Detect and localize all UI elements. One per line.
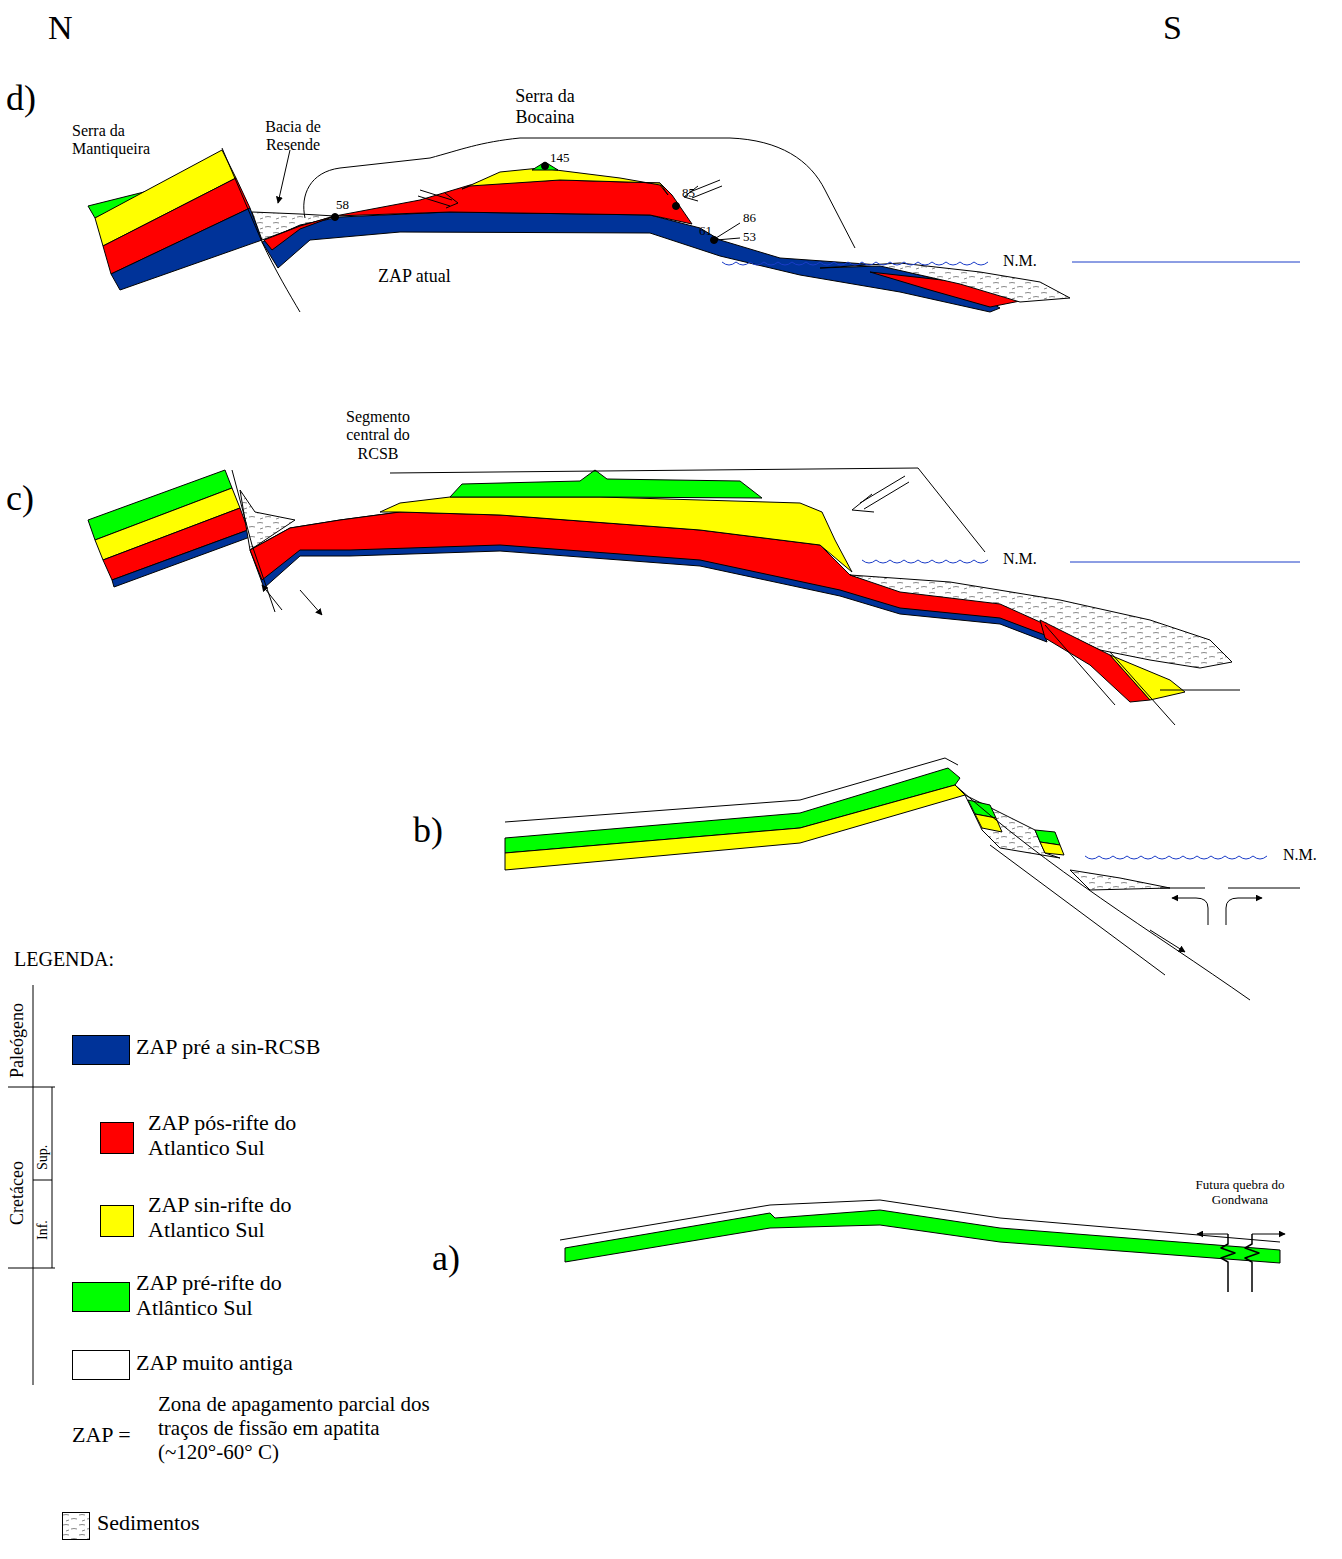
zap-yellow xyxy=(505,785,965,870)
time-scale xyxy=(8,985,55,1385)
time-scale-label: Sup. xyxy=(36,1145,50,1170)
legend-swatch-fill xyxy=(73,1283,130,1312)
zap-green xyxy=(565,1210,1280,1263)
time-scale-label: Paleógeno xyxy=(8,1003,26,1078)
zone-label: ZAP atual xyxy=(378,266,451,287)
age-number: 58 xyxy=(336,198,349,213)
zap-red xyxy=(1040,620,1150,702)
leader-line xyxy=(716,223,740,240)
break-line xyxy=(1221,1234,1259,1292)
fault-line xyxy=(232,470,1240,725)
direction-label: S xyxy=(1163,8,1182,47)
place-label: Serra da Mantiqueira xyxy=(72,122,167,159)
zap-yellow xyxy=(975,814,1002,832)
place-label: Segmento central do RCSB xyxy=(336,408,420,463)
place-label: Bacia de Resende xyxy=(252,118,334,155)
sea-level-label: N.M. xyxy=(1283,846,1317,864)
sea-wave xyxy=(862,560,988,563)
fault-line xyxy=(955,785,1250,1000)
sea-line xyxy=(1072,262,1300,263)
zap-red xyxy=(264,216,335,250)
zap-yellow xyxy=(1040,842,1064,855)
time-scale-label: Cretáceo xyxy=(8,1161,26,1225)
zap-blue xyxy=(250,512,1047,642)
g-shape xyxy=(722,262,1267,859)
legend-heading: LEGENDA: xyxy=(14,948,114,971)
age-number: 85 xyxy=(682,186,695,201)
sea-wave xyxy=(722,262,988,265)
spread-arrow xyxy=(1226,898,1262,925)
panel-label: d) xyxy=(6,78,36,119)
age-number: 86 xyxy=(743,211,756,226)
zap-red xyxy=(335,180,692,224)
fault-arrow xyxy=(300,590,322,615)
place-label: Serra da Bocaina xyxy=(490,86,600,127)
legend-swatch xyxy=(72,1282,130,1312)
half-arrow xyxy=(852,476,909,512)
sample-dot xyxy=(332,214,339,221)
g-shape xyxy=(8,138,1300,1385)
legend-text: ZAP pós-rifte do Atlantico Sul xyxy=(148,1110,308,1161)
legend-swatch xyxy=(100,1205,134,1237)
age-number: 61 xyxy=(699,224,712,239)
zap-yellow xyxy=(1110,655,1185,700)
break-arrow xyxy=(1197,1234,1228,1235)
definition-term: ZAP = xyxy=(72,1422,131,1447)
sample-dot xyxy=(542,163,549,170)
definition-text: Zona de apagamento parcial dos traços de… xyxy=(158,1392,478,1464)
fault-arrow xyxy=(262,585,282,610)
panel-label: a) xyxy=(432,1238,460,1279)
sample-dot xyxy=(673,203,680,210)
spread-arrow xyxy=(1172,898,1208,925)
fault-arrow xyxy=(1150,930,1185,952)
legend-text: ZAP muito antiga xyxy=(136,1350,376,1375)
old-zap-outline xyxy=(304,138,855,248)
sediment xyxy=(1070,870,1170,890)
sea-wave xyxy=(1085,856,1267,859)
rift-line xyxy=(1160,888,1300,889)
zap-yellow xyxy=(380,497,852,572)
old-zap-outline xyxy=(390,468,985,552)
legend-swatch xyxy=(72,1035,130,1065)
fault-line xyxy=(222,148,300,312)
zap-green xyxy=(450,470,762,498)
resende-arrow xyxy=(278,150,290,203)
legend-swatch-fill xyxy=(101,1206,134,1237)
time-scale-label: Inf. xyxy=(36,1220,50,1240)
legend-text: ZAP sin-rifte do Atlantico Sul xyxy=(148,1192,308,1243)
legend-swatch-pattern xyxy=(63,1513,90,1540)
panel-label: b) xyxy=(413,810,443,851)
panel-label: c) xyxy=(6,478,34,519)
legend-text: ZAP pré-rifte do Atlântico Sul xyxy=(136,1270,306,1321)
legend-swatch-fill xyxy=(101,1123,134,1154)
half-arrow xyxy=(418,190,458,208)
sea-line xyxy=(1070,562,1300,563)
break-arrow xyxy=(1252,1234,1285,1235)
zap-blue xyxy=(112,530,250,587)
legend-swatch-fill xyxy=(73,1036,130,1065)
direction-label: N xyxy=(48,8,73,47)
legend-swatch-fill xyxy=(73,1351,130,1380)
legend-text: Sedimentos xyxy=(97,1510,297,1535)
zap-blue xyxy=(262,212,1000,312)
legend-swatch xyxy=(72,1350,130,1380)
legend-text: ZAP pré a sin-RCSB xyxy=(136,1034,376,1059)
note: Futura quebra do Gondwana xyxy=(1190,1178,1290,1208)
zap-yellow xyxy=(462,168,668,195)
legend-swatch xyxy=(100,1122,134,1154)
zap-red xyxy=(250,512,1045,635)
age-number: 145 xyxy=(550,151,570,166)
age-number: 53 xyxy=(743,230,756,245)
sea-level-label: N.M. xyxy=(1003,252,1037,270)
zap-blue xyxy=(111,208,262,290)
sea-level-label: N.M. xyxy=(1003,550,1037,568)
legend-swatch xyxy=(62,1512,90,1540)
